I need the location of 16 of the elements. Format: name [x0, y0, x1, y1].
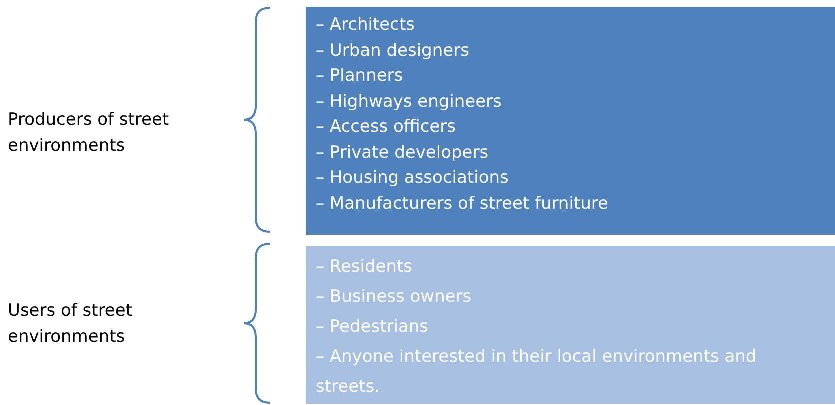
list-item: – Residents: [316, 256, 413, 279]
list-box: [306, 246, 835, 404]
list-item: – Private developers: [316, 142, 489, 164]
list-item: – Planners: [316, 65, 404, 88]
list-item: – Business owners: [316, 286, 472, 309]
list-item: – Housing associations: [316, 167, 509, 190]
group-label: Users of street environments: [8, 300, 134, 349]
list-item: – Anyone interested in their local environments and streets.: [316, 346, 758, 399]
list-item: – Manufacturers of street furniture: [316, 192, 608, 216]
list-item: – Highways engineers: [316, 90, 502, 114]
list-item: – Architects: [316, 14, 415, 37]
list-item: – Pedestrians: [316, 316, 429, 339]
group-label: Producers of street environments: [8, 109, 170, 158]
list-box: [306, 7, 835, 235]
list-item: – Access officers: [316, 116, 456, 139]
list-item: – Urban designers: [316, 40, 470, 62]
